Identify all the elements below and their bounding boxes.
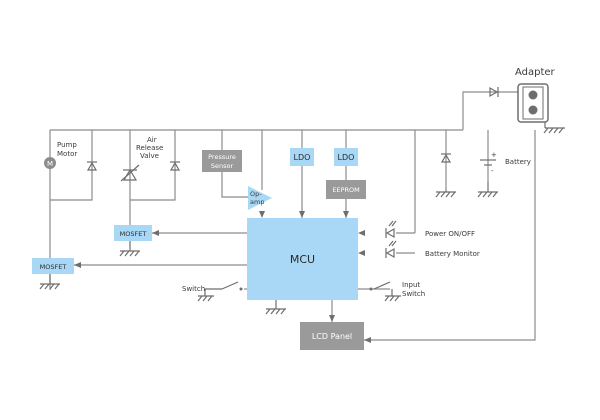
mosfet-2-label: MOSFET bbox=[40, 263, 67, 271]
lcd-panel-label: LCD Panel bbox=[312, 332, 352, 341]
motor-icon bbox=[44, 157, 56, 169]
adapter-label: Adapter bbox=[515, 67, 556, 78]
eeprom-block: EEPROM bbox=[326, 180, 366, 199]
air-release-valve: Air Release Valve bbox=[120, 136, 163, 182]
mcu-label: MCU bbox=[290, 253, 315, 266]
pressure-sensor-block: Pressure Sensor bbox=[202, 150, 242, 172]
adapter-diode-icon bbox=[489, 86, 499, 98]
ldo-1-label: LDO bbox=[294, 153, 311, 162]
op-amp: Op- amp bbox=[248, 186, 272, 210]
lcd-panel-block: LCD Panel bbox=[300, 322, 364, 350]
valve-label-1: Air bbox=[147, 136, 157, 144]
adapter: Adapter bbox=[515, 67, 565, 134]
supply-diode-icon bbox=[440, 153, 452, 163]
battery-minus: - bbox=[491, 167, 494, 175]
arrowheads bbox=[74, 211, 371, 343]
input-switch-icon bbox=[369, 281, 391, 291]
mosfet-2-block: MOSFET bbox=[32, 258, 74, 274]
eeprom-label: EEPROM bbox=[332, 186, 359, 194]
power-on-off: Power ON/OFF bbox=[385, 220, 475, 239]
pressure-sensor-label-2: Sensor bbox=[211, 162, 234, 170]
battery-monitor-label: Battery Monitor bbox=[425, 250, 480, 258]
op-amp-label-2: amp bbox=[250, 198, 264, 206]
battery-plus: + bbox=[491, 151, 497, 159]
motor-symbol: M bbox=[47, 160, 53, 168]
input-switch-label-1: Input bbox=[402, 281, 420, 289]
op-amp-label-1: Op- bbox=[250, 190, 262, 198]
switch: Switch bbox=[182, 281, 243, 293]
input-switch: Input Switch bbox=[369, 281, 425, 298]
flyback-diode-2-icon bbox=[169, 161, 181, 171]
battery-monitor: Battery Monitor bbox=[385, 240, 480, 259]
valve-label-2: Release bbox=[136, 144, 163, 152]
pump-motor-label-1: Pump bbox=[57, 141, 77, 149]
mosfet-1-label: MOSFET bbox=[120, 230, 147, 238]
switch-icon bbox=[205, 281, 243, 291]
pump-motor-label-2: Motor bbox=[57, 150, 77, 158]
battery: + - Battery bbox=[480, 151, 531, 175]
wires bbox=[49, 91, 536, 341]
mcu-block: MCU bbox=[247, 218, 358, 300]
mosfet-1-block: MOSFET bbox=[114, 225, 152, 241]
ldo-1-block: LDO bbox=[290, 148, 314, 166]
ldo-2-label: LDO bbox=[338, 153, 355, 162]
ground-icons bbox=[39, 182, 498, 315]
pump-motor: M Pump Motor bbox=[44, 141, 77, 169]
flyback-diode-1-icon bbox=[86, 161, 98, 171]
battery-label: Battery bbox=[505, 158, 531, 166]
op-amp-icon bbox=[248, 186, 272, 210]
led-icon-2 bbox=[385, 240, 397, 259]
input-switch-label-2: Switch bbox=[402, 290, 425, 298]
switch-label: Switch bbox=[182, 285, 205, 293]
valve-icon bbox=[120, 164, 140, 182]
pressure-sensor-label-1: Pressure bbox=[208, 153, 236, 161]
led-icon-1 bbox=[385, 220, 397, 239]
power-on-off-label: Power ON/OFF bbox=[425, 230, 475, 238]
valve-label-3: Valve bbox=[140, 152, 159, 160]
ldo-2-block: LDO bbox=[334, 148, 358, 166]
